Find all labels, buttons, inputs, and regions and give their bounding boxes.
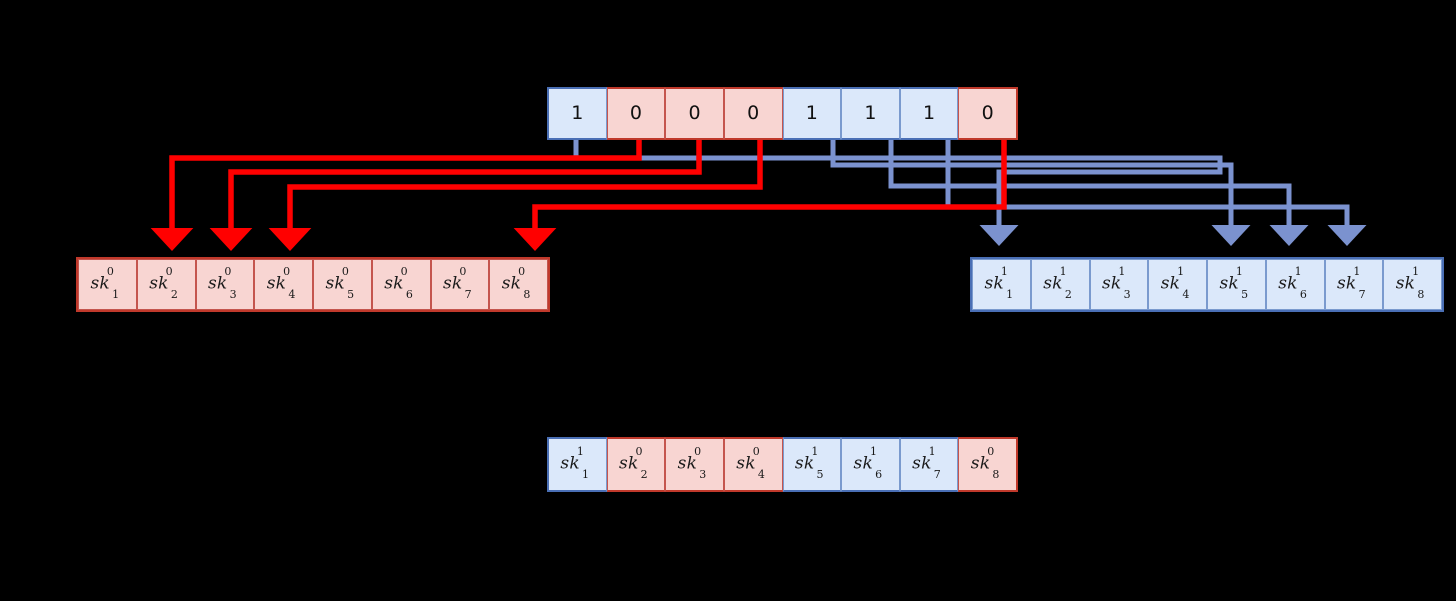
signature-cell-6: sk16 (841, 437, 900, 492)
sk0-cell-3: sk03 (195, 259, 255, 310)
message-bit-cell-8: 0 (958, 87, 1018, 140)
sk-label: sk11 (984, 265, 1014, 301)
bit-value: 0 (747, 102, 760, 124)
wire-bit8-to-sk0-8 (513, 140, 1007, 251)
sk-label: sk15 (794, 445, 824, 481)
message-bit-row: 1 0 0 0 1 1 1 0 (547, 87, 1018, 140)
message-bit-cell-1: 1 (547, 87, 607, 140)
sk-label: sk18 (1395, 265, 1425, 301)
sk-label: sk13 (1101, 265, 1131, 301)
sk1-cell-2: sk12 (1030, 259, 1090, 310)
message-bit-cell-5: 1 (782, 87, 842, 140)
sk1-cell-8: sk18 (1383, 259, 1442, 310)
message-bit-cell-3: 0 (665, 87, 724, 140)
sk0-cell-8: sk08 (489, 259, 548, 310)
sk0-array-row: sk01 sk02 sk03 sk04 sk05 sk06 sk07 sk08 (76, 257, 550, 312)
message-bit-cell-2: 0 (606, 87, 666, 140)
sk-label: sk06 (384, 265, 414, 301)
wire-bit2-to-sk0-2 (150, 140, 642, 251)
wire-bit4-to-sk0-4 (268, 140, 763, 251)
bit-value: 0 (981, 102, 994, 124)
signature-cell-3: sk03 (665, 437, 724, 492)
sk-label: sk02 (149, 265, 179, 301)
sk-label: sk02 (619, 445, 648, 481)
sk-label: sk01 (90, 265, 120, 301)
signature-cell-7: sk17 (899, 437, 959, 492)
signature-result-row: sk11 sk02 sk03 sk04 sk15 sk16 sk17 sk08 (547, 437, 1018, 492)
bit-value: 1 (571, 102, 584, 124)
sk0-cell-2: sk02 (136, 259, 196, 310)
signature-cell-4: sk04 (723, 437, 783, 492)
wire-bit6-to-sk1-6 (888, 140, 1309, 246)
sk1-cell-5: sk15 (1207, 259, 1266, 310)
bit-value: 1 (923, 102, 936, 124)
wire-group-zero-bits (150, 140, 1007, 251)
signature-cell-1: sk11 (547, 437, 607, 492)
sk-label: sk17 (912, 445, 941, 481)
signature-cell-5: sk15 (782, 437, 842, 492)
wire-bit5-to-sk1-5 (830, 140, 1251, 246)
sk-label: sk05 (325, 265, 355, 301)
sk1-cell-1: sk11 (972, 259, 1031, 310)
signature-cell-2: sk02 (606, 437, 666, 492)
sk-label: sk16 (1278, 265, 1308, 301)
sk0-cell-5: sk05 (313, 259, 372, 310)
sk-label: sk03 (207, 265, 237, 301)
sk1-cell-6: sk16 (1265, 259, 1325, 310)
sk-label: sk16 (853, 445, 883, 481)
sk0-cell-4: sk04 (254, 259, 313, 310)
message-bit-cell-6: 1 (841, 87, 900, 140)
sk-label: sk04 (736, 445, 766, 481)
sk1-array-row: sk11 sk12 sk13 sk14 sk15 sk16 sk17 sk18 (970, 257, 1444, 312)
sk-label: sk03 (677, 445, 707, 481)
wire-group-one-bits (573, 140, 1367, 246)
sk1-cell-3: sk13 (1089, 259, 1149, 310)
sk-label: sk07 (442, 265, 472, 301)
sk0-cell-6: sk06 (371, 259, 431, 310)
wire-bit1-to-sk1-1 (573, 140, 1223, 246)
sk-label: sk14 (1160, 265, 1190, 301)
message-bit-cell-7: 1 (899, 87, 959, 140)
sk0-cell-1: sk01 (78, 259, 137, 310)
bit-value: 0 (629, 102, 642, 124)
sk-label: sk12 (1043, 265, 1073, 301)
wire-bit3-to-sk0-3 (209, 140, 702, 251)
sk1-cell-7: sk17 (1324, 259, 1384, 310)
sk-label: sk08 (970, 445, 1000, 481)
bit-value: 0 (688, 102, 701, 124)
message-bit-cell-4: 0 (723, 87, 783, 140)
bit-value: 1 (805, 102, 818, 124)
wire-bit7-to-sk1-7 (945, 140, 1367, 246)
sk-label: sk11 (560, 445, 590, 481)
sk-label: sk17 (1336, 265, 1366, 301)
sk-label: sk04 (266, 265, 296, 301)
sk-label: sk15 (1219, 265, 1249, 301)
bit-value: 1 (864, 102, 877, 124)
signature-cell-8: sk08 (958, 437, 1018, 492)
sk-label: sk08 (501, 265, 531, 301)
sk0-cell-7: sk07 (430, 259, 490, 310)
sk1-cell-4: sk14 (1148, 259, 1207, 310)
